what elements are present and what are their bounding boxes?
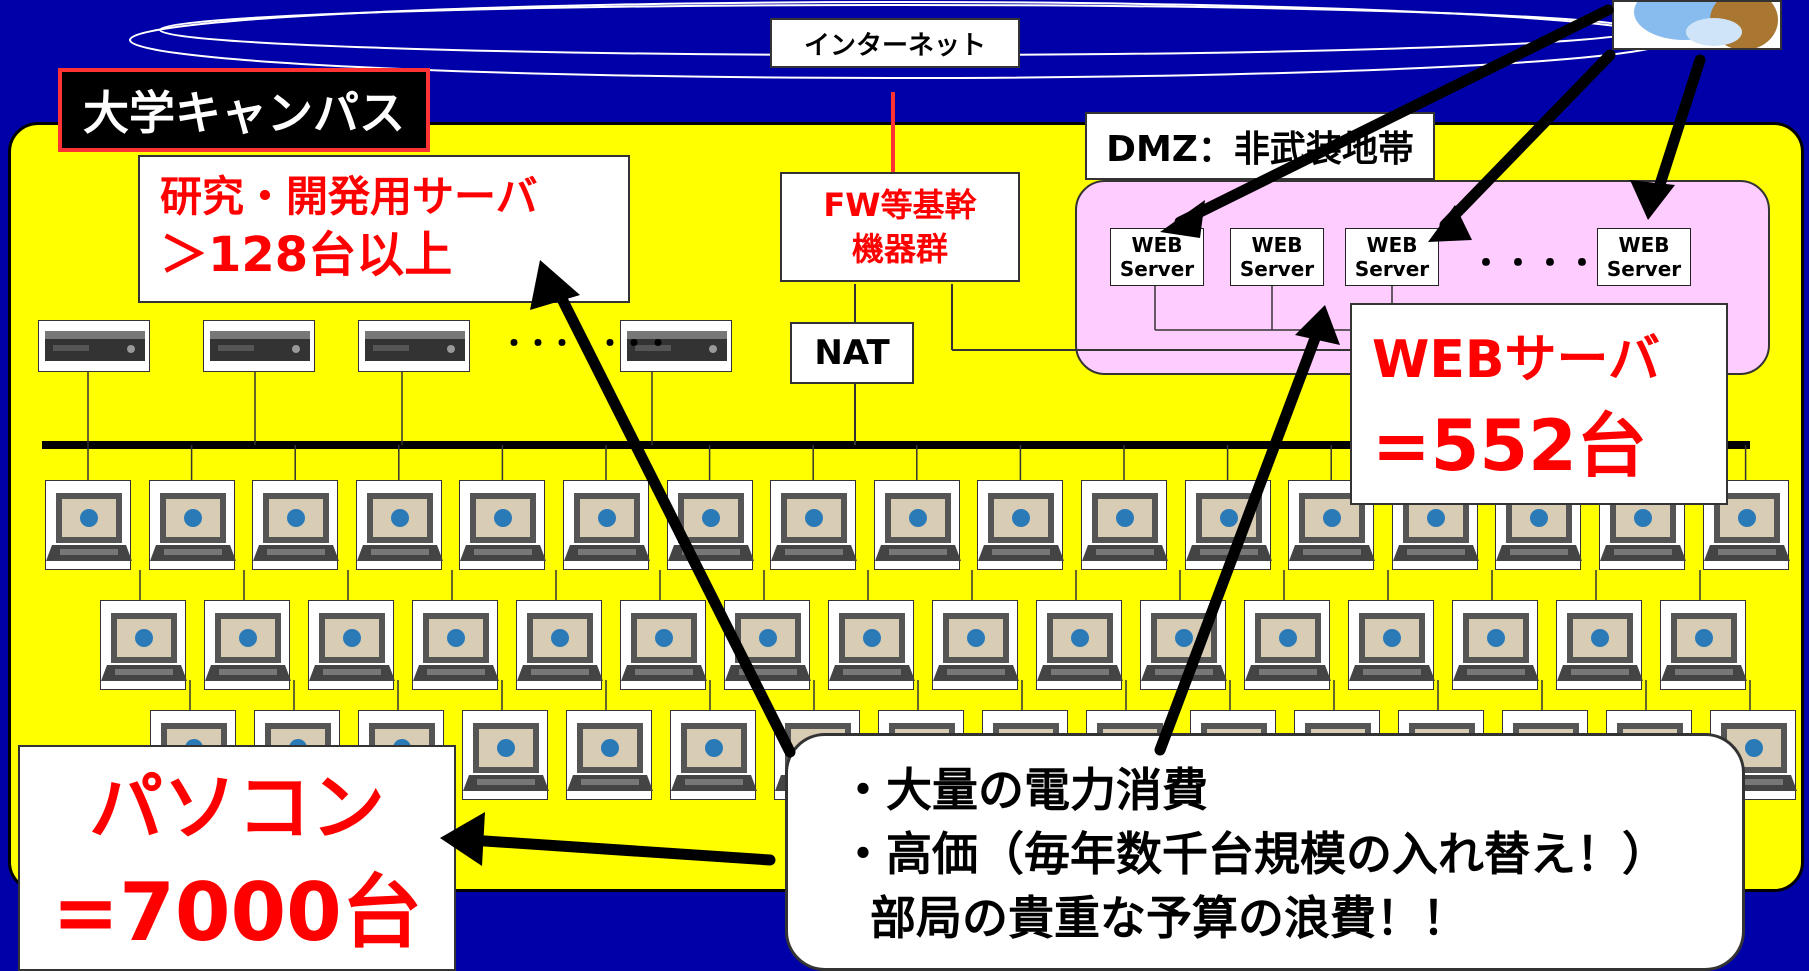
arrow-to-pc-count (464, 834, 776, 866)
laptop-icon (45, 480, 132, 570)
laptop-icon (412, 600, 499, 690)
laptop-icon (1288, 480, 1376, 570)
laptop-icon (873, 480, 961, 570)
arrowhead-web (1295, 305, 1340, 345)
nat-label: NAT (790, 322, 914, 384)
laptop-icon (1556, 600, 1643, 690)
rack-server-icon (358, 320, 470, 372)
fw-label: FW等基幹 機器群 (780, 172, 1020, 282)
cloud-user-icon (1612, 0, 1782, 50)
pc-count-label: パソコン =7000台 (18, 745, 456, 971)
arrowhead-cloud-1 (1160, 200, 1205, 238)
web-server-2-line2: Server (1239, 257, 1315, 281)
laptop-icon (462, 710, 549, 800)
web-server-4: WEB Server (1597, 228, 1691, 286)
laptop-icon (1244, 600, 1331, 690)
arrow-from-cloud-1 (1174, 4, 1614, 228)
issues-callout: ・大量の電力消費 ・高価（毎年数千台規模の入れ替え！） 部局の貴重な予算の浪費！… (785, 733, 1745, 971)
pc-count-line2: =7000台 (52, 866, 422, 959)
web-server-count-label: WEBサーバ =552台 (1350, 303, 1728, 505)
laptop-icon (148, 480, 236, 570)
fw-label-line2: 機器群 (851, 230, 948, 268)
web-server-1: WEB Server (1110, 228, 1204, 286)
issues-line1: ・大量の電力消費 (840, 763, 1208, 817)
issues-line3: 部局の貴重な予算の浪費！！ (870, 891, 1468, 945)
rack-server-icon (38, 320, 150, 372)
research-servers-line2: ＞128台以上 (160, 227, 453, 283)
arrow-from-cloud-3 (1649, 54, 1706, 206)
laptop-icon (1036, 600, 1123, 690)
laptop-icon (1348, 600, 1435, 690)
web-server-3-line1: WEB (1366, 233, 1418, 257)
web-server-3: WEB Server (1345, 228, 1439, 286)
web-server-count-line1: WEBサーバ (1372, 330, 1660, 390)
pc-count-line1: パソコン (89, 765, 385, 851)
laptop-icon (100, 600, 187, 690)
rack-server-icon (620, 320, 732, 372)
laptop-icon (977, 480, 1065, 570)
fw-label-line1: FW等基幹 (823, 186, 977, 224)
laptop-icon (1660, 600, 1747, 690)
internet-label: インターネット (770, 18, 1020, 68)
arrow-to-web-servers (1154, 319, 1326, 756)
laptop-icon (620, 600, 707, 690)
laptop-icon (459, 480, 547, 570)
laptop-icon (1081, 480, 1168, 570)
issues-line2: ・高価（毎年数千台規模の入れ替え！） (840, 827, 1668, 881)
web-server-2: WEB Server (1230, 228, 1324, 286)
research-servers-line1: 研究・開発用サーバ (160, 172, 538, 221)
laptop-icon (204, 600, 291, 690)
web-server-1-line1: WEB (1131, 233, 1183, 257)
laptop-icon (828, 600, 915, 690)
laptop-icon (770, 480, 858, 570)
laptop-icon (308, 600, 395, 690)
laptop-icon (1452, 600, 1539, 690)
campus-label: 大学キャンパス (58, 68, 430, 152)
laptop-icon (516, 600, 603, 690)
arrowhead-cloud-3 (1630, 180, 1675, 220)
laptop-icon (252, 480, 340, 570)
rack-server-icon (203, 320, 315, 372)
arrowhead-cloud-2 (1428, 205, 1472, 242)
web-server-4-line1: WEB (1618, 233, 1670, 257)
web-server-3-line2: Server (1354, 257, 1430, 281)
web-server-4-line2: Server (1606, 257, 1682, 281)
laptop-icon (355, 480, 443, 570)
arrowhead-research (530, 260, 580, 310)
laptop-icon (932, 600, 1019, 690)
laptop-icon (670, 710, 757, 800)
web-server-2-line1: WEB (1251, 233, 1303, 257)
laptop-icon (563, 480, 650, 570)
arrowhead-pc (440, 812, 485, 866)
laptop-icon (566, 710, 653, 800)
web-server-count-line2: =552台 (1372, 405, 1647, 487)
arrow-from-cloud-2 (1439, 49, 1616, 231)
arrow-to-research-servers (549, 279, 796, 758)
web-server-1-line2: Server (1119, 257, 1195, 281)
